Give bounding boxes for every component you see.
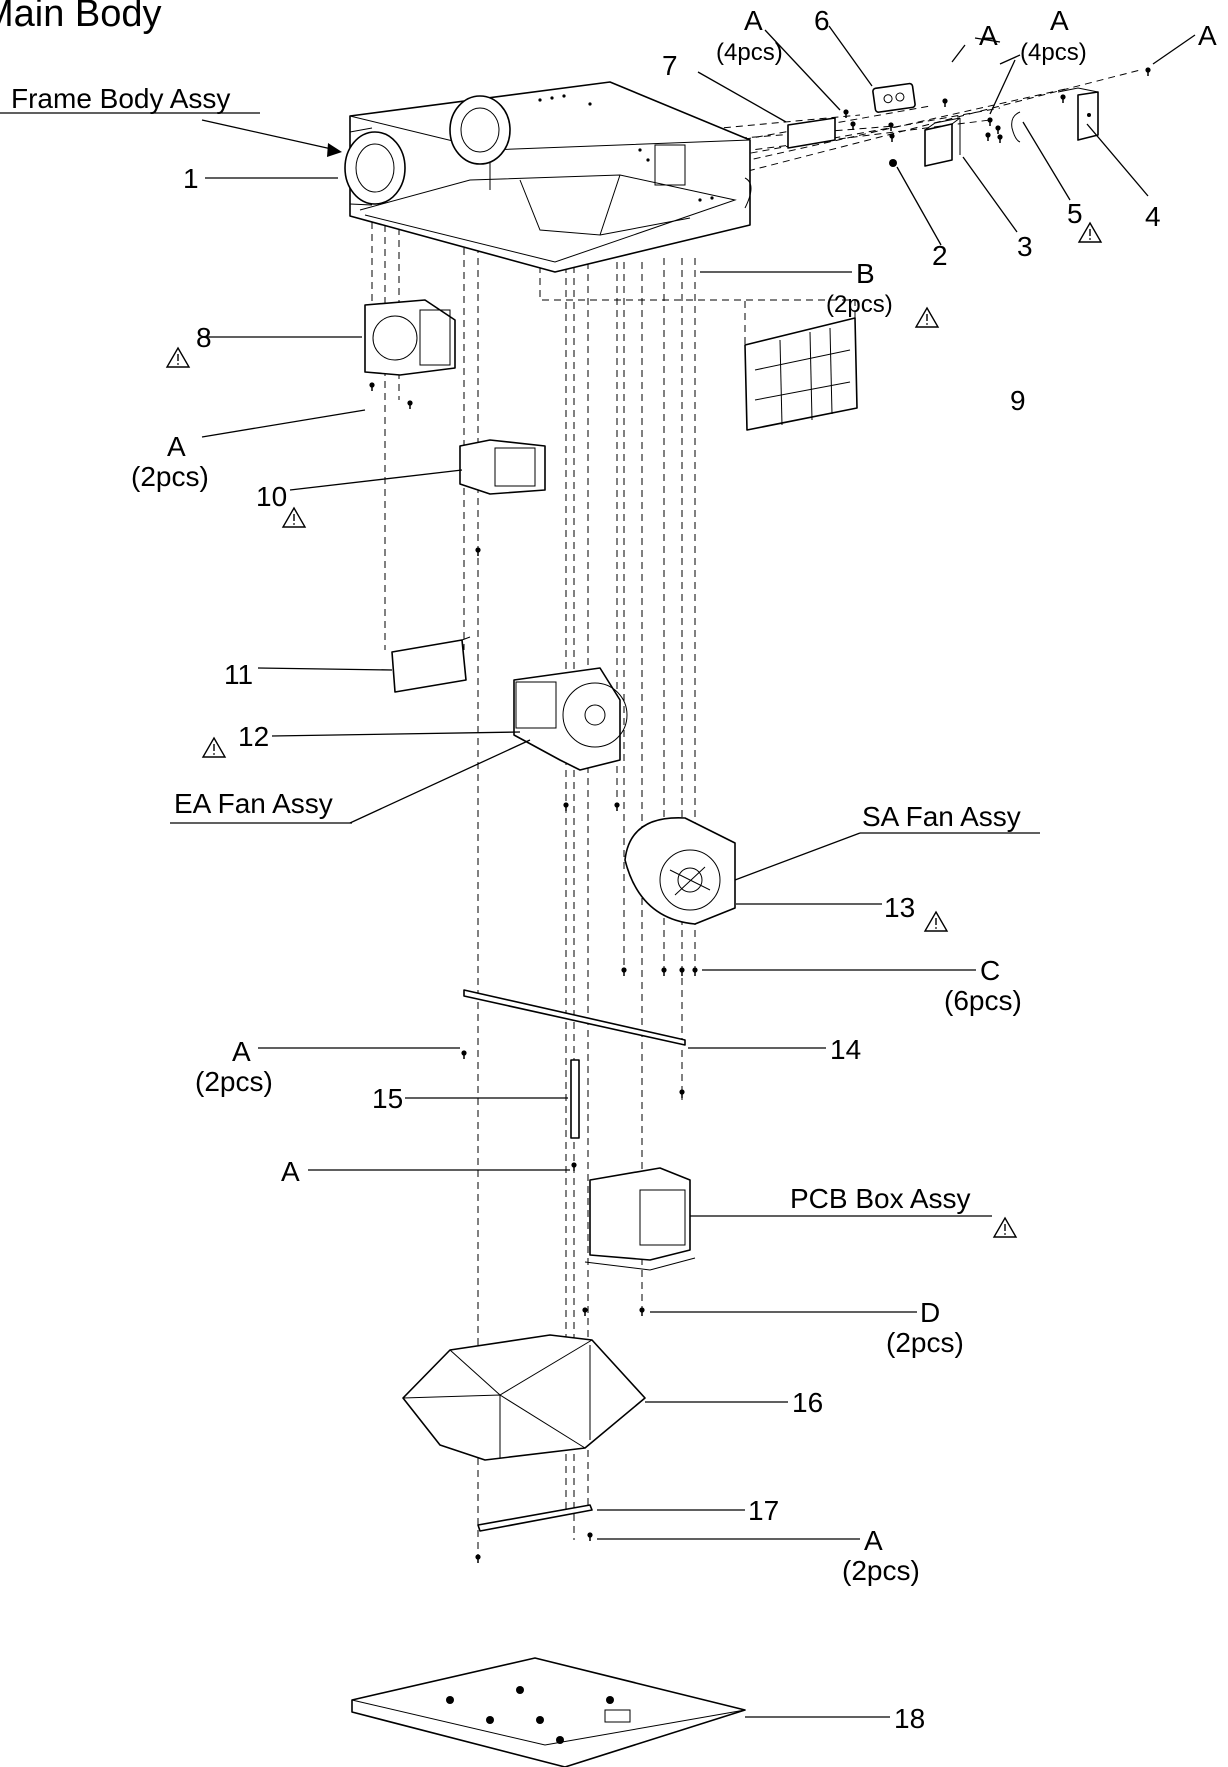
part-number-1: 1 (183, 163, 199, 194)
frame-body-assembly (344, 81, 752, 273)
screw-b: B (856, 258, 875, 289)
pcb-box-assembly (581, 1167, 696, 1317)
part-number-18: 18 (894, 1703, 925, 1734)
ea-fan-label: EA Fan Assy (174, 788, 333, 819)
part-number-11: 11 (224, 659, 253, 690)
leader-lines (0, 25, 1196, 1718)
part-12-ea-fan (513, 667, 628, 812)
part-number-17: 17 (748, 1495, 779, 1526)
frame-body-label: Frame Body Assy (11, 83, 230, 114)
screw-a-left: A (167, 431, 186, 462)
part-number-12: 12 (238, 721, 269, 752)
screw-a-top-1: A (744, 5, 763, 36)
part-number-6: 6 (814, 5, 830, 36)
screw-a-top-single-1: A (979, 20, 998, 51)
part-17-rail (474, 1504, 594, 1564)
part-number-2: 2 (932, 240, 948, 271)
screw-a-top-single-2: A (1198, 20, 1217, 51)
assembly-axes (371, 69, 1141, 1557)
screw-d-qty: (2pcs) (886, 1327, 964, 1358)
part-number-7: 7 (662, 50, 678, 81)
screw-a-single-mid: A (281, 1156, 300, 1187)
part-15-strip (570, 1059, 580, 1172)
part-11-panel (391, 636, 471, 693)
screw-a-top-1-qty: (4pcs) (716, 39, 783, 66)
part-number-4: 4 (1145, 201, 1161, 232)
screw-d: D (920, 1297, 940, 1328)
part-number-8: 8 (196, 322, 212, 353)
pcb-box-label: PCB Box Assy (790, 1183, 971, 1214)
warning-triangle-icon (166, 222, 1102, 1238)
top-right-parts (787, 66, 1152, 167)
part-16-heat-exchanger (402, 1334, 646, 1461)
screw-c: C (980, 955, 1000, 986)
diagram-title: Main Body (0, 0, 162, 35)
sa-fan-label: SA Fan Assy (862, 801, 1021, 832)
part-number-14: 14 (830, 1034, 861, 1065)
screw-b-qty: (2pcs) (826, 291, 893, 318)
screw-a-top-2-qty: (4pcs) (1020, 39, 1087, 66)
part-13-sa-fan (620, 817, 736, 977)
screw-a-mid: A (232, 1036, 251, 1067)
part-number-15: 15 (372, 1083, 403, 1114)
screw-a-left-qty: (2pcs) (131, 461, 209, 492)
part-18-bottom-panel (351, 1657, 746, 1767)
screw-a-bottom: A (864, 1525, 883, 1556)
part-number-16: 16 (792, 1387, 823, 1418)
screw-a-mid-qty: (2pcs) (195, 1066, 273, 1097)
screw-a-top-2: A (1050, 5, 1069, 36)
part-number-3: 3 (1017, 231, 1033, 262)
part-8-damper (364, 299, 456, 410)
part-9-filter (744, 317, 858, 431)
part-number-5: 5 (1067, 198, 1083, 229)
part-number-9: 9 (1010, 385, 1026, 416)
screw-a-bottom-qty: (2pcs) (842, 1555, 920, 1586)
part-number-10: 10 (256, 481, 287, 512)
screw-c-qty: (6pcs) (944, 985, 1022, 1016)
part-number-13: 13 (884, 892, 915, 923)
part-10-bracket (459, 439, 546, 557)
part-14-rail (460, 989, 686, 1099)
